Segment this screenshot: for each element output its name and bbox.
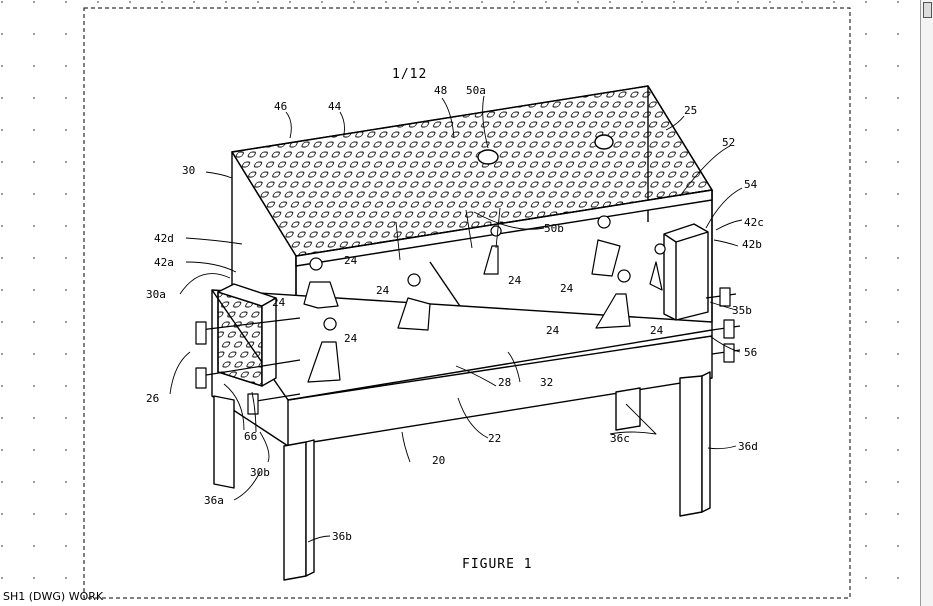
label-24-c: 24	[376, 284, 390, 297]
figure-title: FIGURE 1	[462, 557, 533, 572]
label-24-f: 24	[560, 282, 574, 295]
label-26: 26	[146, 392, 159, 405]
label-24-b: 24	[272, 296, 286, 309]
label-42a: 42a	[154, 256, 174, 269]
label-42c: 42c	[744, 216, 764, 229]
scrollbar-thumb[interactable]	[923, 2, 932, 18]
label-32: 32	[540, 376, 553, 389]
label-30b: 30b	[250, 466, 270, 479]
label-22: 22	[488, 432, 501, 445]
status-bar: SH1 (DWG) WORK	[3, 590, 104, 603]
rods	[195, 287, 741, 415]
label-50a: 50a	[466, 84, 486, 97]
label-24-d: 24	[344, 332, 358, 345]
label-36a: 36a	[204, 494, 224, 507]
label-24-e: 24	[508, 274, 522, 287]
label-20: 20	[432, 454, 445, 467]
label-30: 30	[182, 164, 195, 177]
label-30a: 30a	[146, 288, 166, 301]
label-56: 56	[744, 346, 757, 359]
leg-36a	[213, 395, 235, 489]
patent-drawing	[169, 85, 743, 581]
leader-lines	[169, 95, 743, 543]
ball-50b	[594, 134, 614, 150]
label-54: 54	[744, 178, 758, 191]
reference-labels: 1/12 FIGURE 1 46 44 48 50a 25 52 54 42c …	[146, 67, 764, 572]
label-50b: 50b	[544, 222, 564, 235]
label-42d: 42d	[154, 232, 174, 245]
label-28: 28	[498, 376, 511, 389]
leg-36d	[679, 375, 703, 517]
label-42b: 42b	[742, 238, 762, 251]
rod-handle	[195, 321, 207, 345]
label-44: 44	[328, 100, 342, 113]
label-25: 25	[684, 104, 697, 117]
label-24-a: 24	[344, 254, 358, 267]
label-24-h: 24	[650, 324, 664, 337]
label-46: 46	[274, 100, 287, 113]
sheet-number: 1/12	[392, 67, 427, 82]
label-48: 48	[434, 84, 447, 97]
leg-36b	[283, 441, 307, 581]
label-35b: 35b	[732, 304, 752, 317]
right-goal-box	[663, 223, 709, 321]
player-figures	[303, 215, 666, 383]
label-52: 52	[722, 136, 735, 149]
scrollbar[interactable]	[920, 0, 933, 606]
ball-50a	[477, 149, 499, 165]
label-66: 66	[244, 430, 257, 443]
label-36c: 36c	[610, 432, 630, 445]
label-36b: 36b	[332, 530, 352, 543]
leg-36c	[615, 387, 641, 431]
label-36d: 36d	[738, 440, 758, 453]
label-24-g: 24	[546, 324, 560, 337]
